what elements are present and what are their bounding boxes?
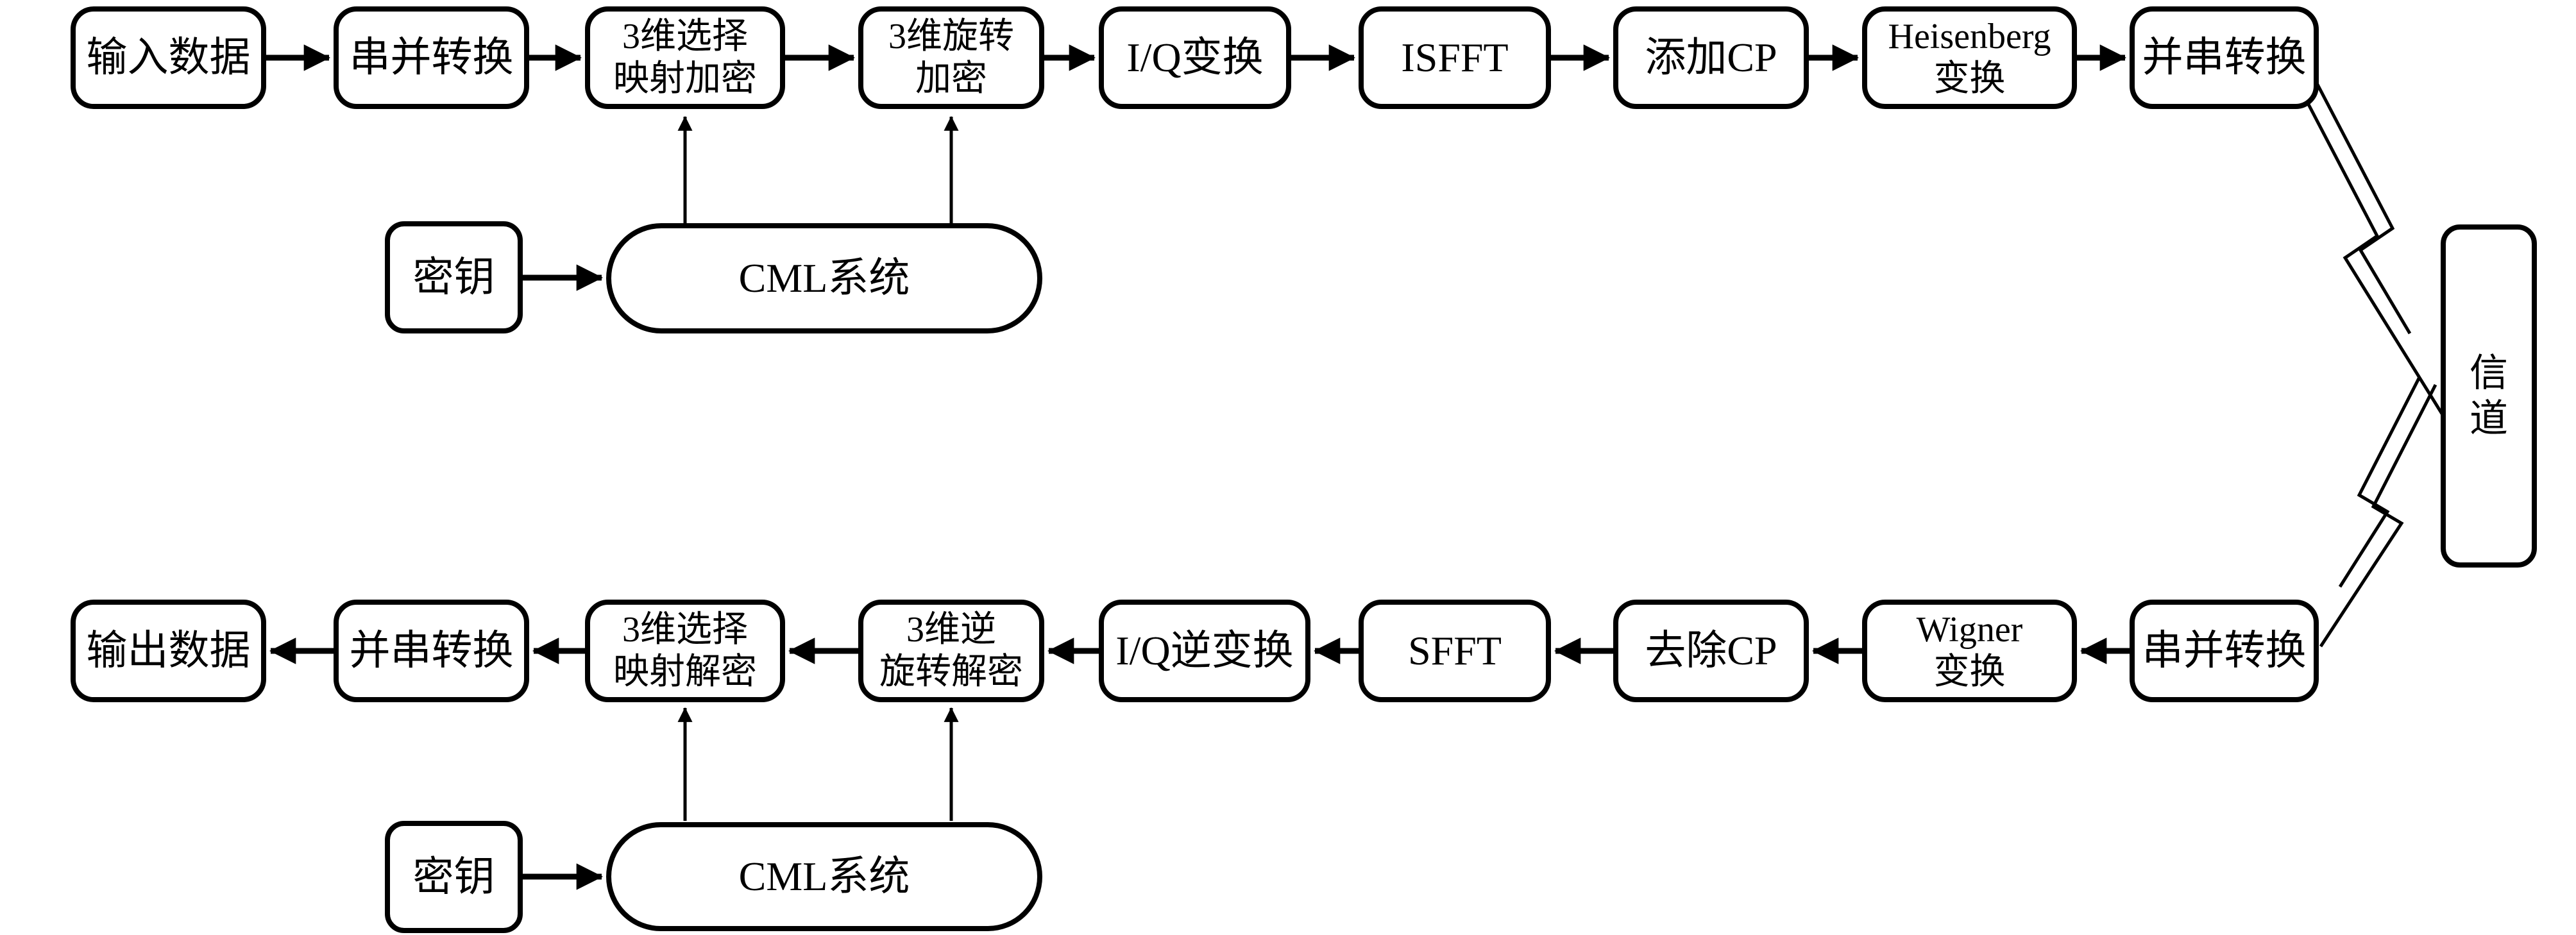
node-sfft: SFFT: [1359, 600, 1551, 702]
lightning-bolt-channel-to-rx-icon: [2319, 376, 2437, 648]
node-label: 3维选择 映射加密: [613, 16, 757, 99]
node-label: 输入数据: [86, 35, 251, 81]
node-label: ISFFT: [1401, 35, 1509, 81]
node-label: 3维逆 旋转解密: [879, 609, 1023, 692]
node-label: 密钥: [412, 254, 495, 300]
key-to-cml-arrows: [523, 264, 604, 890]
node-wigner-transform: Wigner 变换: [1862, 600, 2077, 702]
node-label: 并串转换: [2142, 35, 2307, 81]
lightning-bolt-tx-to-channel-icon: [2298, 80, 2446, 418]
node-label: I/Q变换: [1126, 35, 1264, 81]
node-label: CML系统: [738, 854, 910, 900]
node-label: 密钥: [412, 854, 495, 900]
node-label: SFFT: [1408, 628, 1502, 674]
node-label: 去除CP: [1645, 628, 1777, 674]
node-3d-rotation-encrypt: 3维旋转 加密: [858, 6, 1044, 109]
node-label: 添加CP: [1645, 35, 1777, 81]
node-remove-cp: 去除CP: [1613, 600, 1809, 702]
node-iq-inverse-transform: I/Q逆变换: [1099, 600, 1310, 702]
node-parallel-serial-top: 并串转换: [2130, 6, 2319, 109]
node-isfft: ISFFT: [1359, 6, 1551, 109]
node-label: Wigner 变换: [1916, 609, 2023, 692]
node-heisenberg-transform: Heisenberg 变换: [1862, 6, 2077, 109]
node-label: 信 道: [2470, 351, 2508, 440]
node-add-cp: 添加CP: [1613, 6, 1809, 109]
node-label: 串并转换: [2142, 628, 2307, 674]
cml-vertical-arrows: [677, 115, 959, 821]
node-key-rx: 密钥: [385, 821, 523, 933]
node-label: 3维旋转 加密: [888, 16, 1014, 99]
node-serial-parallel-bottom: 串并转换: [2130, 600, 2319, 702]
node-label: CML系统: [738, 255, 910, 301]
node-cml-system-tx: CML系统: [606, 223, 1042, 333]
node-label: 串并转换: [349, 35, 514, 81]
node-iq-transform: I/Q变换: [1099, 6, 1291, 109]
node-parallel-serial-bottom: 并串转换: [334, 600, 529, 702]
node-serial-parallel-top: 串并转换: [334, 6, 529, 109]
node-3d-slm-decrypt: 3维选择 映射解密: [585, 600, 785, 702]
node-label: 并串转换: [349, 628, 514, 674]
node-output-data: 输出数据: [71, 600, 266, 702]
node-cml-system-rx: CML系统: [606, 822, 1042, 931]
node-label: Heisenberg 变换: [1888, 16, 2051, 99]
node-label: I/Q逆变换: [1115, 628, 1294, 674]
node-key-tx: 密钥: [385, 221, 523, 333]
node-label: 输出数据: [86, 628, 251, 674]
node-input-data: 输入数据: [71, 6, 266, 109]
node-3d-inverse-rotation-decrypt: 3维逆 旋转解密: [858, 600, 1044, 702]
node-label: 3维选择 映射解密: [613, 609, 757, 692]
node-3d-slm-encrypt: 3维选择 映射加密: [585, 6, 785, 109]
node-channel: 信 道: [2441, 224, 2537, 568]
